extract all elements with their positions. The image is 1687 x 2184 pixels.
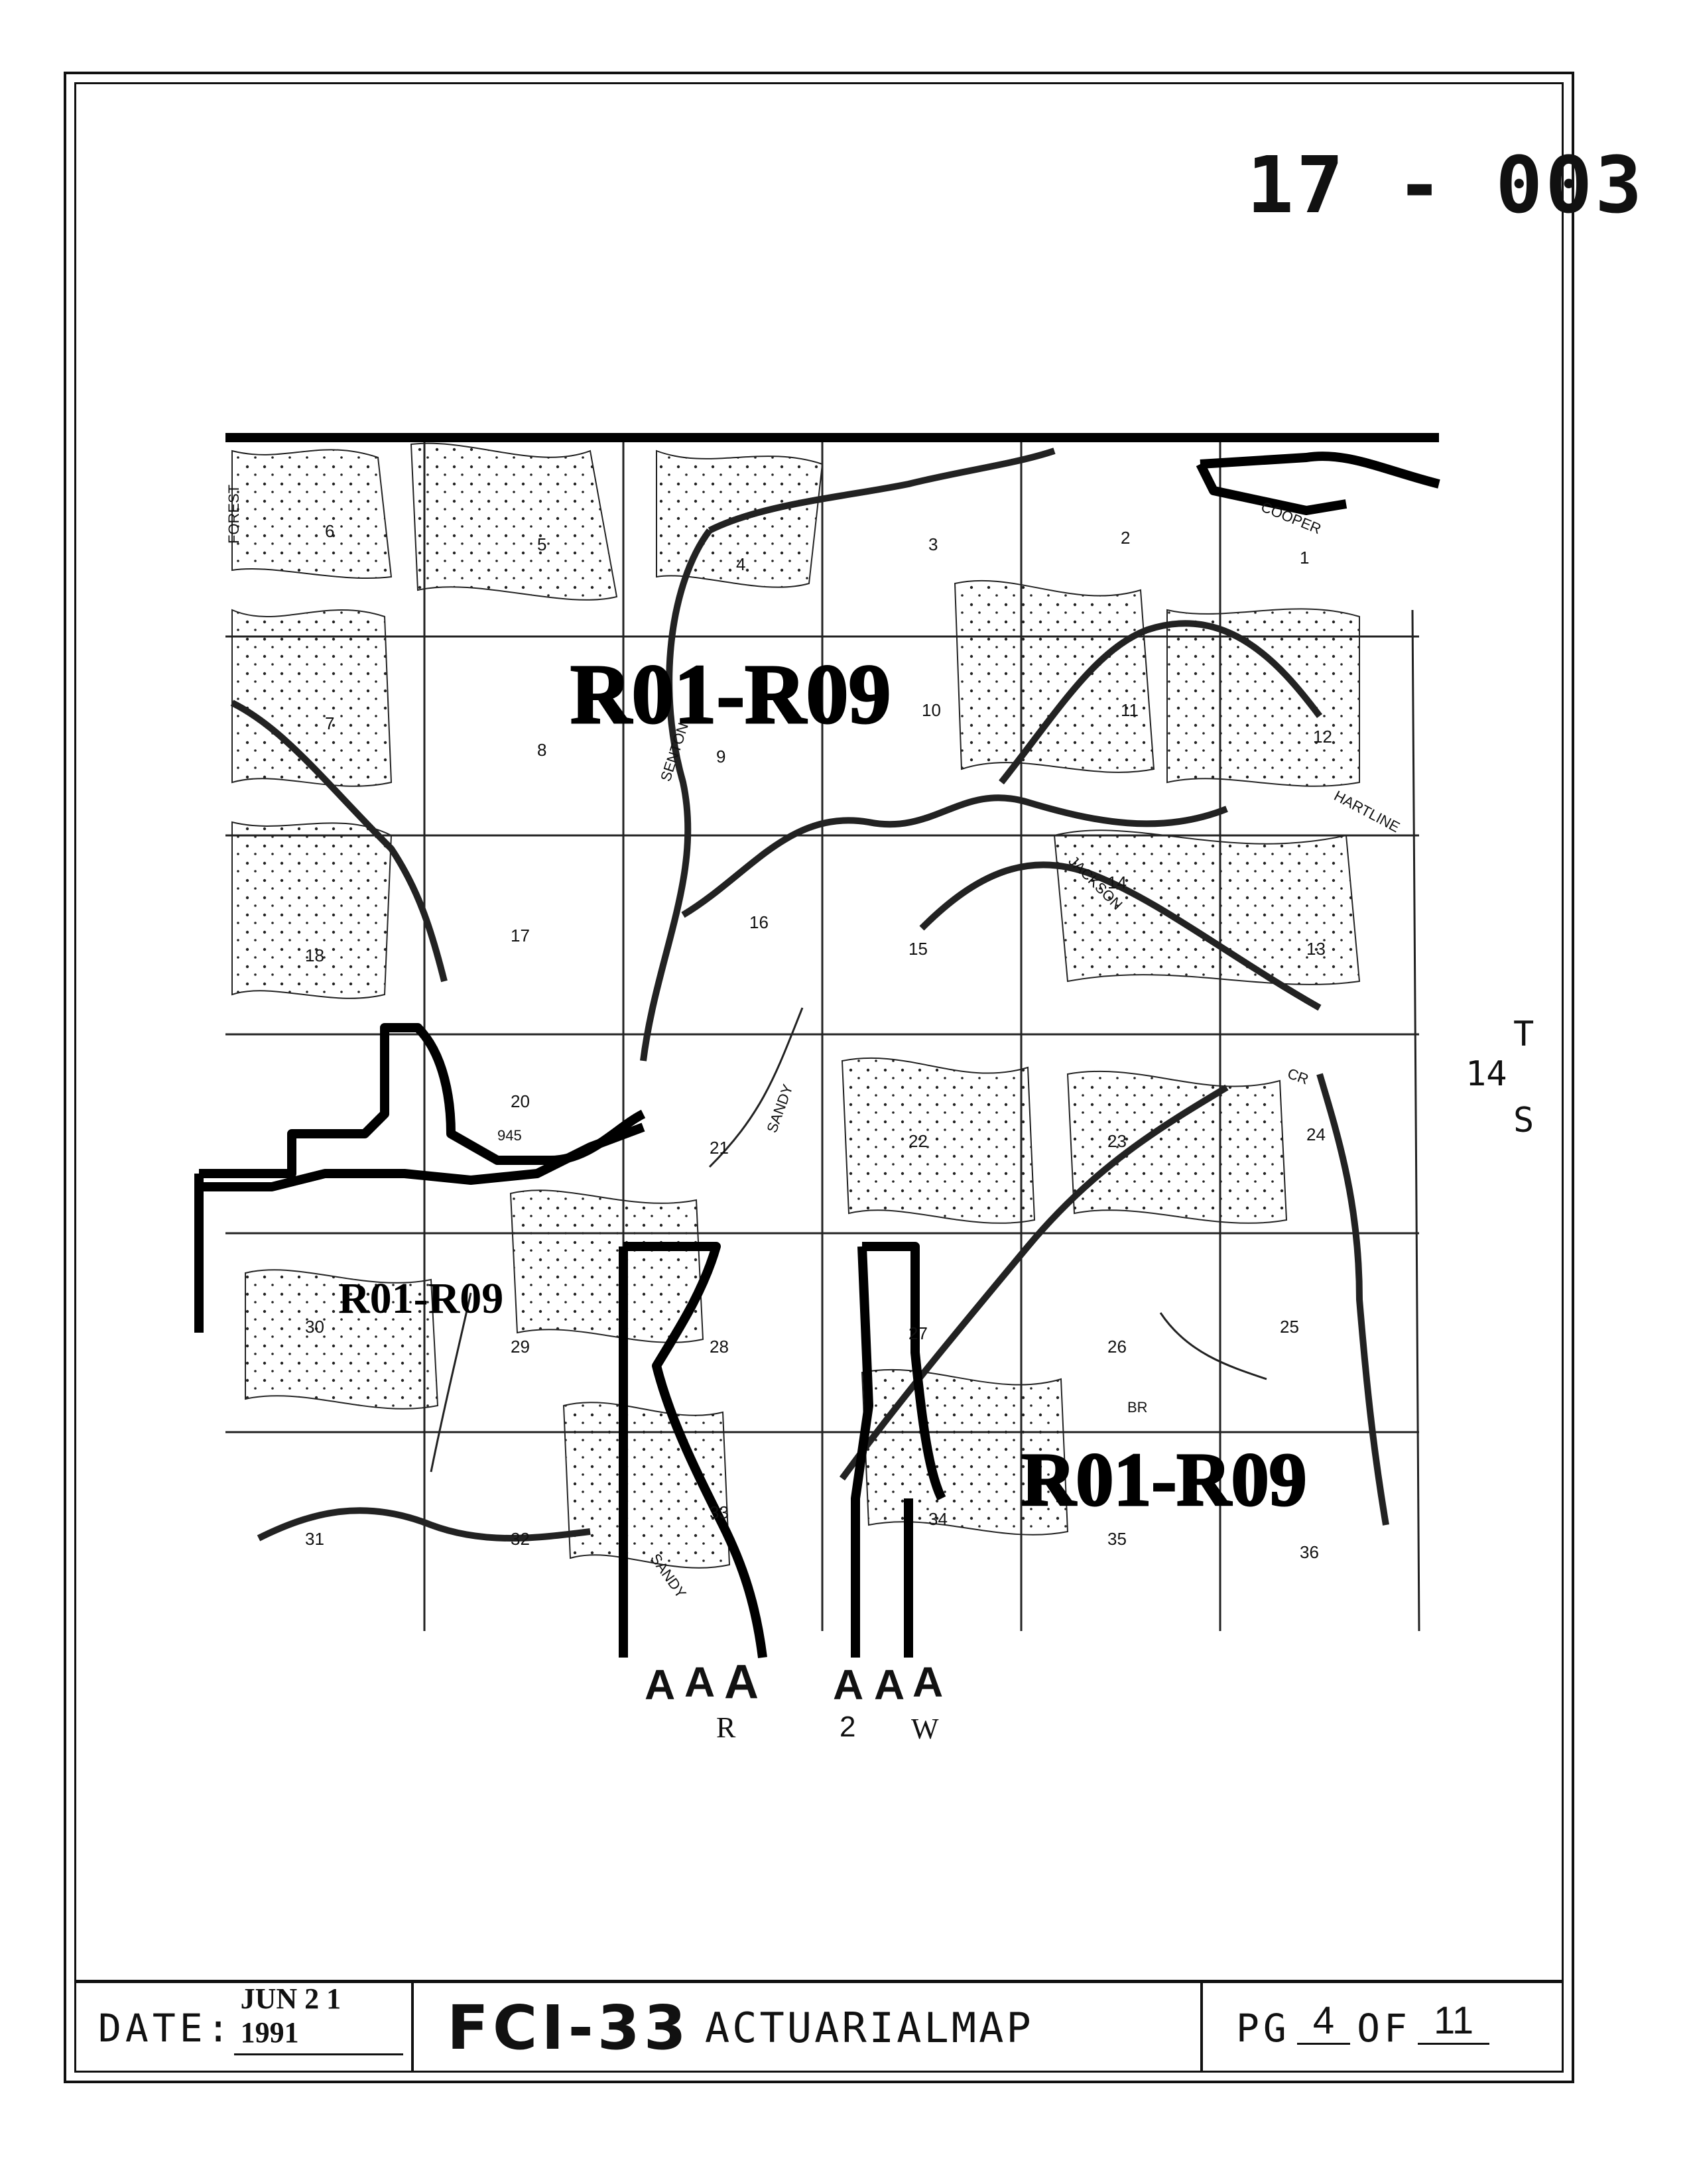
section-number: 6 <box>325 521 334 541</box>
section-number: 13 <box>1306 939 1326 959</box>
actuarial-map: R01-R09 R01-R09 R01-R09 6 5 4 3 2 1 7 8 … <box>194 433 1440 1658</box>
township-number: 14 <box>1466 1054 1507 1094</box>
section-number: 11 <box>1121 700 1139 720</box>
zone-label: R01-R09 <box>338 1274 503 1323</box>
rating-boundaries <box>194 433 1440 1658</box>
streams <box>430 609 1420 1632</box>
section-number: 17 <box>511 926 530 945</box>
date-label: DATE: <box>98 2005 234 2051</box>
page-label: PG <box>1236 2005 1290 2051</box>
form-title: ACTUARIALMAP <box>704 2004 1034 2052</box>
section-numbers: 6 5 4 3 2 1 7 8 9 10 11 12 18 17 16 15 1… <box>305 521 1332 1562</box>
road-label: 945 <box>497 1127 522 1144</box>
section-number: 31 <box>305 1529 324 1549</box>
township-direction: S <box>1513 1101 1534 1140</box>
range-mark: A <box>912 1658 944 1706</box>
section-number: 27 <box>908 1323 928 1343</box>
road-label: BR <box>1127 1399 1148 1416</box>
section-number: 29 <box>511 1337 530 1357</box>
section-number: 8 <box>537 740 546 760</box>
section-number: 5 <box>537 534 546 554</box>
section-number: 21 <box>710 1138 729 1158</box>
footer-bar: DATE: JUN 2 1 1991 FCI-33 ACTUARIALMAP P… <box>74 1980 1564 2073</box>
form-number: FCI-33 <box>447 1992 690 2063</box>
section-number: 33 <box>710 1502 729 1522</box>
section-number: 14 <box>1107 873 1127 892</box>
section-number: 34 <box>928 1509 948 1529</box>
section-number: 20 <box>511 1091 530 1111</box>
range-direction: W <box>911 1713 939 1745</box>
date-cell: DATE: JUN 2 1 1991 <box>74 1982 414 2073</box>
section-number: 1 <box>1300 548 1309 568</box>
section-number: 35 <box>1107 1529 1127 1549</box>
section-number: 2 <box>1121 528 1130 548</box>
section-number: 9 <box>716 747 725 766</box>
range-mark: A <box>874 1661 905 1709</box>
range-mark: A <box>645 1661 676 1709</box>
form-title-cell: FCI-33 ACTUARIALMAP <box>414 1983 1203 2073</box>
township-t: T <box>1513 1014 1534 1054</box>
section-number: 23 <box>1107 1131 1127 1151</box>
section-number: 28 <box>710 1337 729 1357</box>
section-number: 36 <box>1300 1542 1319 1562</box>
section-number: 10 <box>922 700 941 720</box>
inner-border <box>74 82 1564 2073</box>
section-number: 26 <box>1107 1337 1127 1357</box>
road-label: FOREST <box>225 485 242 544</box>
range-mark: A <box>684 1658 716 1706</box>
section-number: 32 <box>511 1529 530 1549</box>
range-letter: R <box>716 1711 736 1744</box>
date-value: JUN 2 1 1991 <box>233 1982 403 2055</box>
page-cell: PG 4 OF 11 <box>1203 1983 1564 2073</box>
range-mark: A <box>833 1661 864 1709</box>
section-number: 25 <box>1280 1317 1299 1337</box>
range-mark: A <box>724 1656 759 1709</box>
section-number: 30 <box>305 1317 324 1337</box>
page-number: 4 <box>1296 1998 1351 2045</box>
section-number: 15 <box>908 939 928 959</box>
section-number: 22 <box>908 1131 928 1151</box>
section-number: 18 <box>305 945 324 965</box>
section-number: 4 <box>736 554 745 574</box>
document-id: 17 - 003 <box>1247 139 1645 231</box>
of-label: OF <box>1357 2005 1411 2051</box>
page-total: 11 <box>1417 1998 1490 2045</box>
section-number: 7 <box>325 713 334 733</box>
section-number: 16 <box>749 912 769 932</box>
outer-border <box>64 72 1574 2083</box>
zone-label: R01-R09 <box>1021 1437 1307 1522</box>
range-number: 2 <box>840 1711 856 1743</box>
section-number: 3 <box>928 534 938 554</box>
zone-label: R01-R09 <box>570 647 891 741</box>
section-number: 24 <box>1306 1124 1326 1144</box>
section-number: 12 <box>1313 727 1332 747</box>
roads <box>230 448 1389 1542</box>
